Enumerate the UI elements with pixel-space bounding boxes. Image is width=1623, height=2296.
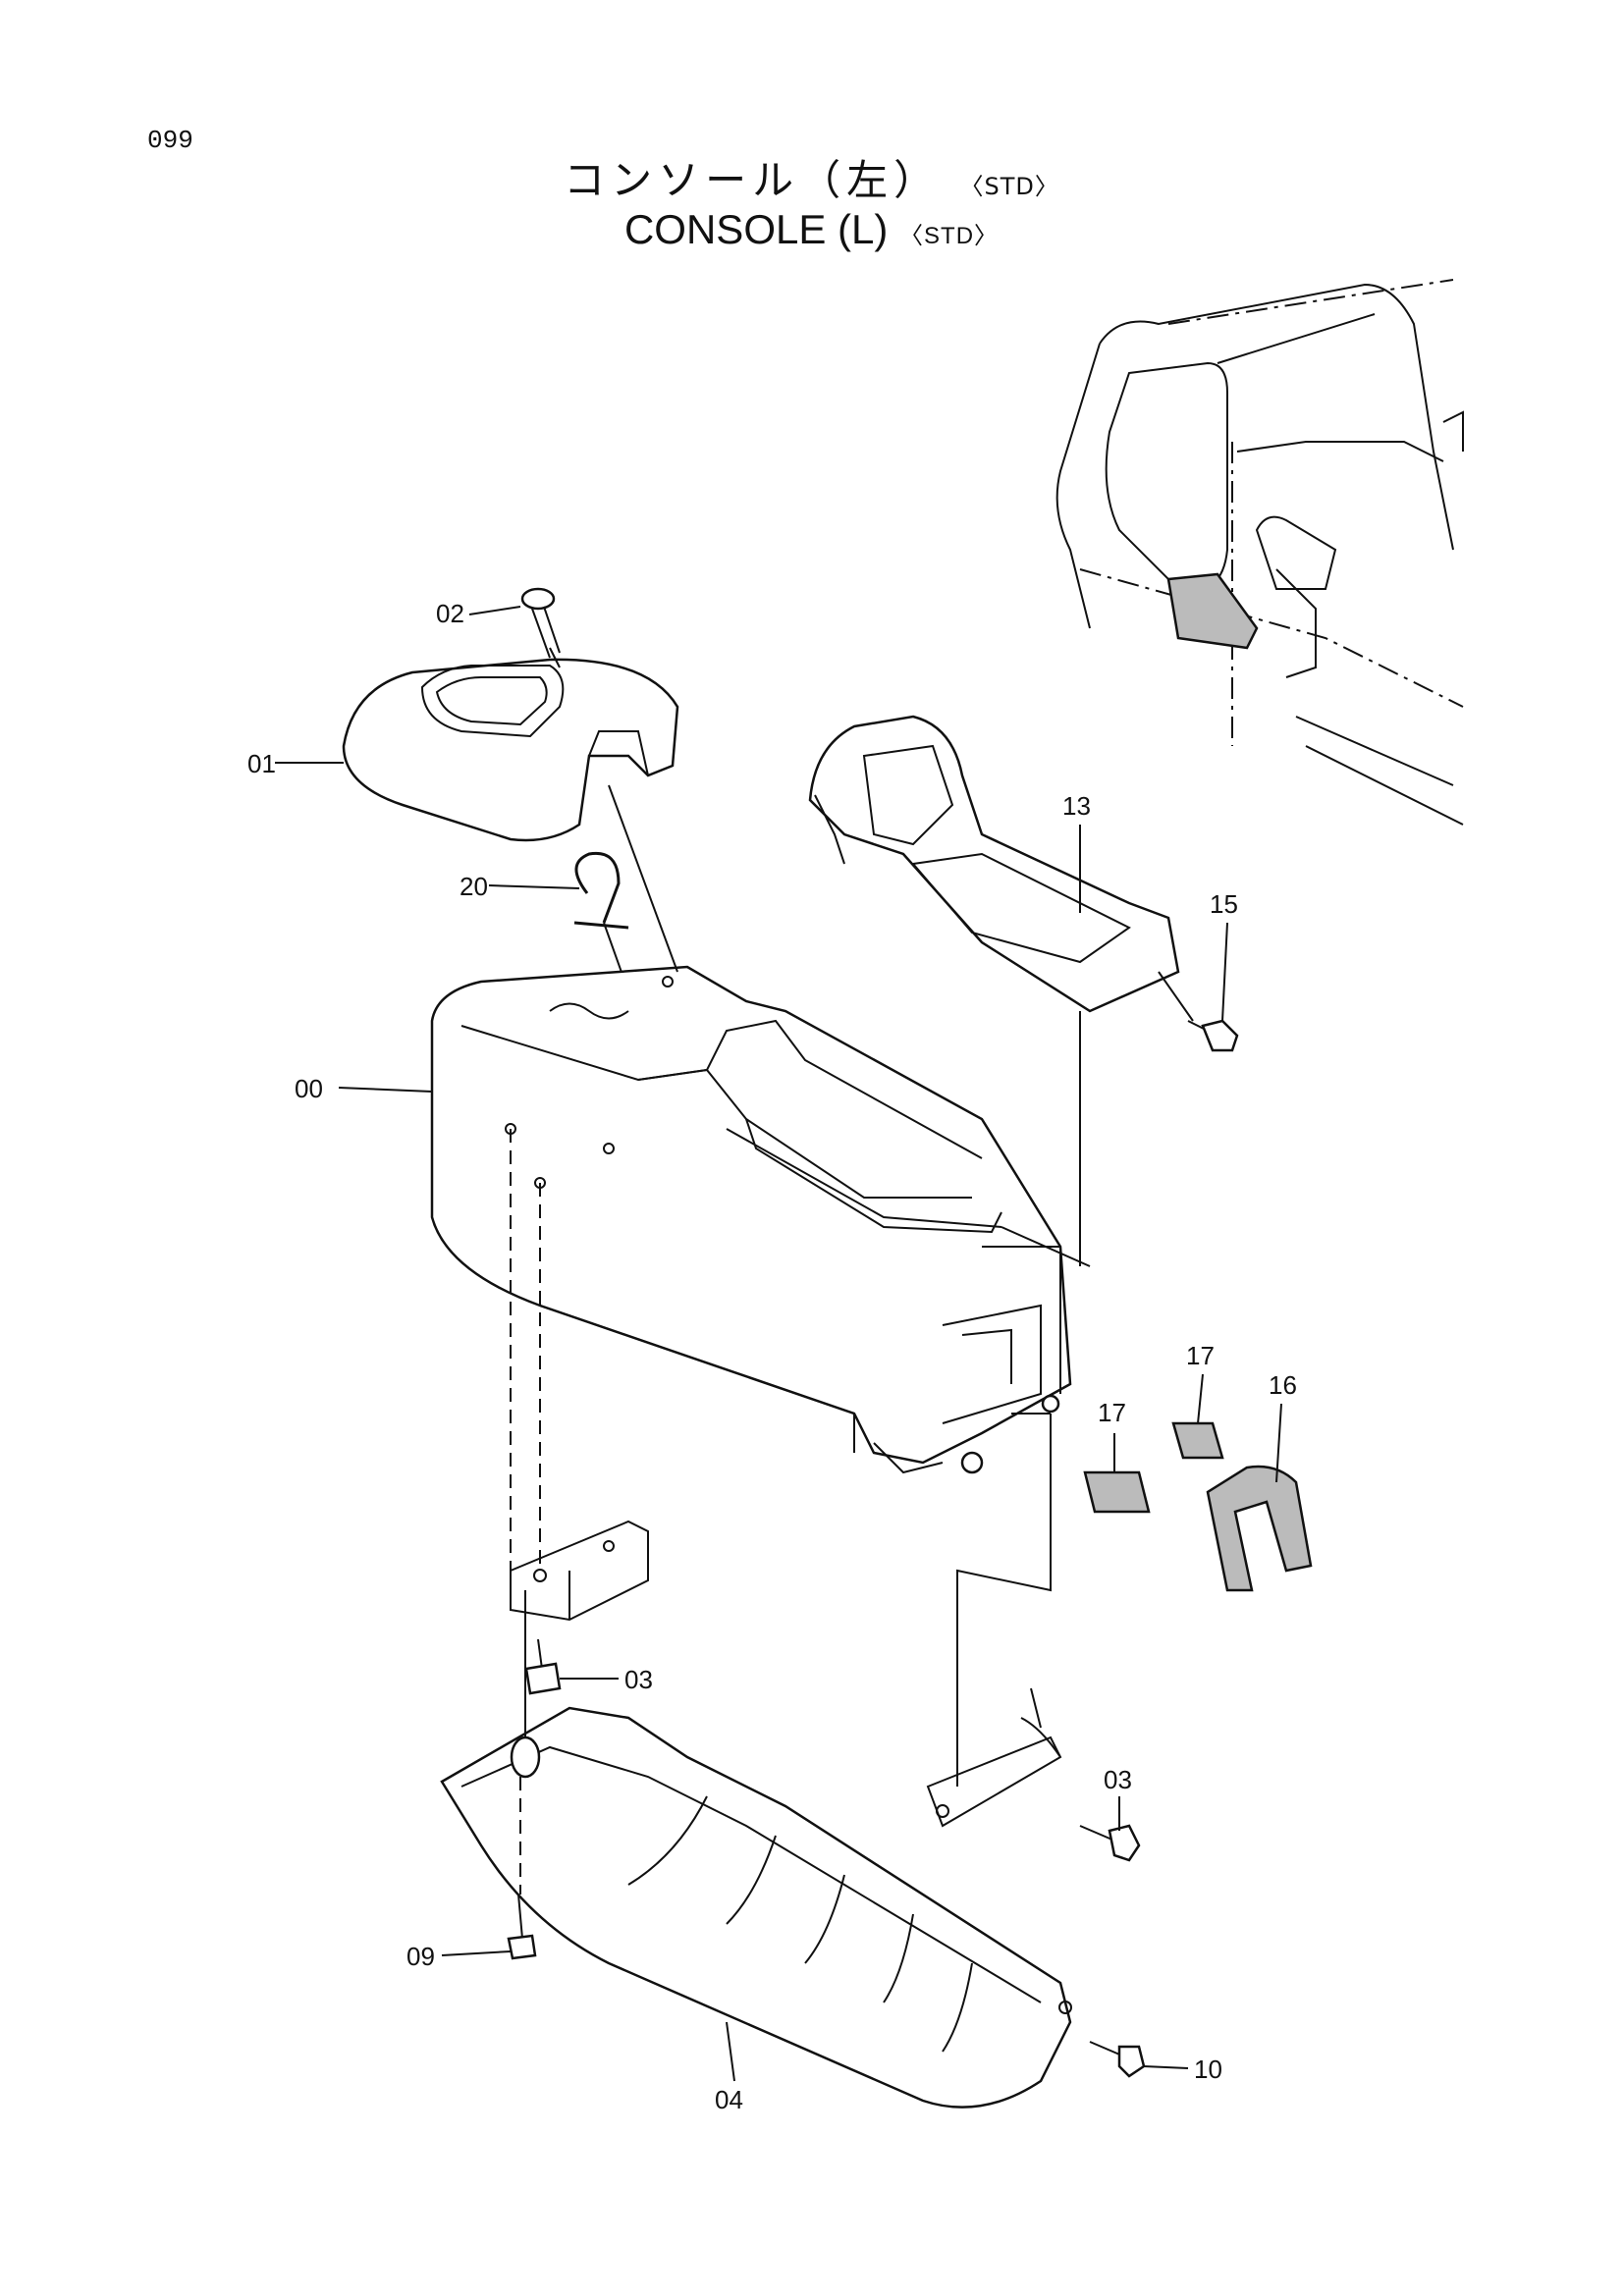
part-13-armrest-tray	[808, 715, 1180, 1013]
part-03a-bolt	[524, 1638, 562, 1695]
title-japanese: コンソール（左） 〈STD〉	[0, 147, 1623, 207]
cab-outline-illustration	[1055, 279, 1464, 826]
label-part-00: 00	[295, 1074, 323, 1103]
label-part-17b: 17	[1186, 1341, 1215, 1370]
label-part-13: 13	[1062, 791, 1091, 821]
support-bracket-left	[510, 1520, 649, 1622]
label-part-17a: 17	[1098, 1398, 1126, 1427]
part-00-console-body	[430, 965, 1072, 1474]
part-number-labels: 00 01 02 03 03 04 09 10 13 15 16 17 17 2…	[247, 599, 1297, 2114]
label-part-03a: 03	[624, 1665, 653, 1694]
part-15-bolt	[1187, 1019, 1239, 1052]
label-part-10: 10	[1194, 2055, 1222, 2084]
part-04-bottom-cover	[440, 1706, 1072, 2109]
part-09-screw	[507, 1894, 537, 1960]
label-part-15: 15	[1210, 889, 1238, 919]
label-part-04: 04	[715, 2085, 743, 2114]
page-number: 099	[147, 126, 193, 155]
title-english: CONSOLE (L) 〈STD〉	[0, 206, 1623, 253]
label-part-09: 09	[406, 1942, 435, 1971]
label-leader-lines	[275, 606, 1282, 2082]
label-part-16: 16	[1269, 1370, 1297, 1400]
part-01-top-cover	[342, 658, 679, 842]
label-part-03b: 03	[1104, 1765, 1132, 1794]
part-03b-bolt	[1079, 1824, 1141, 1862]
part-16-foam-pad	[1206, 1465, 1313, 1592]
part-17b-foam-block	[1171, 1421, 1224, 1460]
label-part-01: 01	[247, 749, 276, 778]
part-02-screw	[520, 587, 561, 659]
part-10-bolt	[1089, 2041, 1146, 2078]
support-bracket-right	[926, 1687, 1062, 1828]
assembly-guide-lines	[510, 647, 1194, 1895]
label-part-20: 20	[460, 872, 488, 901]
title-japanese-variant: 〈STD〉	[959, 173, 1059, 200]
title-english-text: CONSOLE (L)	[623, 206, 889, 252]
title-japanese-text: コンソール（左）	[564, 156, 942, 204]
title-english-variant: 〈STD〉	[899, 223, 1000, 249]
label-part-02: 02	[436, 599, 464, 628]
part-17a-foam-block	[1083, 1470, 1151, 1514]
